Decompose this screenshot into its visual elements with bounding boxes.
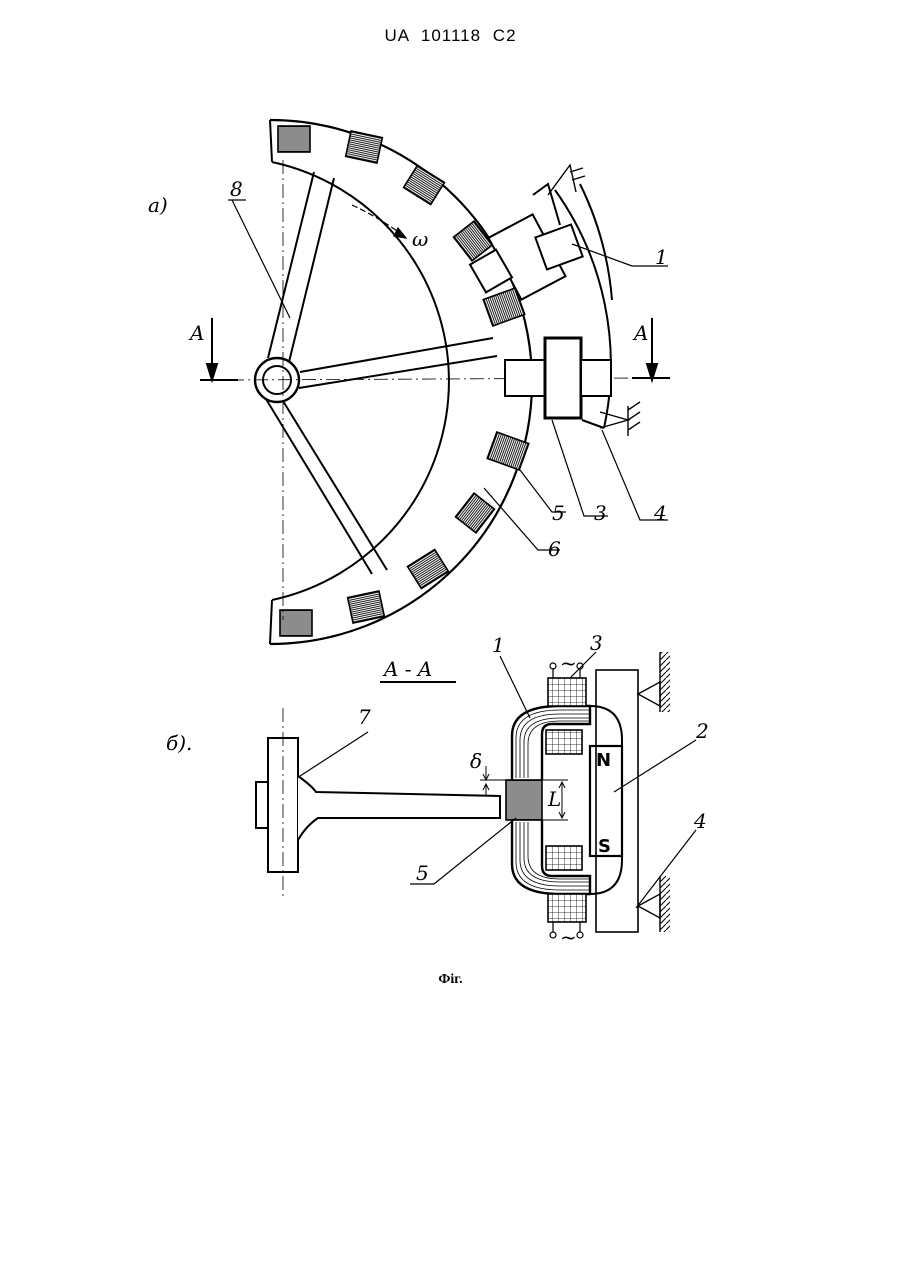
label-6-part-a: 6 xyxy=(548,537,561,561)
section-letter-left: A xyxy=(188,321,204,345)
section-title: A - A xyxy=(382,657,432,681)
core-block-upper xyxy=(470,214,583,299)
label-5-part-a: 5 xyxy=(552,501,565,525)
pole-n: N xyxy=(596,750,611,771)
ground-symbols-b xyxy=(638,652,670,932)
rim-magnet-5 xyxy=(506,780,542,820)
rim-magnet-blocks xyxy=(278,126,529,636)
part-b-letter: б). xyxy=(166,731,192,755)
shaft-hub xyxy=(256,738,500,872)
coil-3-top xyxy=(548,678,586,706)
ground-symbol-top xyxy=(548,165,585,195)
omega-label: ω xyxy=(412,227,428,251)
rotor-wheel xyxy=(255,120,532,644)
label-7-part-b: 7 xyxy=(358,705,371,729)
core-block-middle xyxy=(505,338,611,418)
rotation-arrow xyxy=(352,205,406,238)
length-label: L xyxy=(547,787,561,811)
label-4-part-a: 4 xyxy=(653,501,667,525)
pole-s: S xyxy=(598,836,611,857)
label-3-part-b: 3 xyxy=(590,631,603,655)
label-3-part-a: 3 xyxy=(594,501,607,525)
section-marker-left xyxy=(200,318,238,380)
label-1-part-a: 1 xyxy=(655,245,668,269)
label-4-part-b: 4 xyxy=(693,809,707,833)
label-5-part-b: 5 xyxy=(416,861,429,885)
inner-coil-bottom xyxy=(546,846,582,870)
delta-label: δ xyxy=(470,749,482,773)
label-8-part-a: 8 xyxy=(230,177,243,201)
ac-symbol-top: ~ xyxy=(560,651,577,675)
label-1-part-b: 1 xyxy=(492,633,505,657)
label-2-part-b: 2 xyxy=(695,719,709,743)
part-a-letter: а) xyxy=(148,193,168,217)
section-letter-right: A xyxy=(632,321,648,345)
figure-caption: Фіг. xyxy=(0,972,901,988)
coil-3-bottom xyxy=(548,894,586,922)
inner-coil-top xyxy=(546,730,582,754)
ac-symbol-bottom: ~ xyxy=(560,925,577,949)
